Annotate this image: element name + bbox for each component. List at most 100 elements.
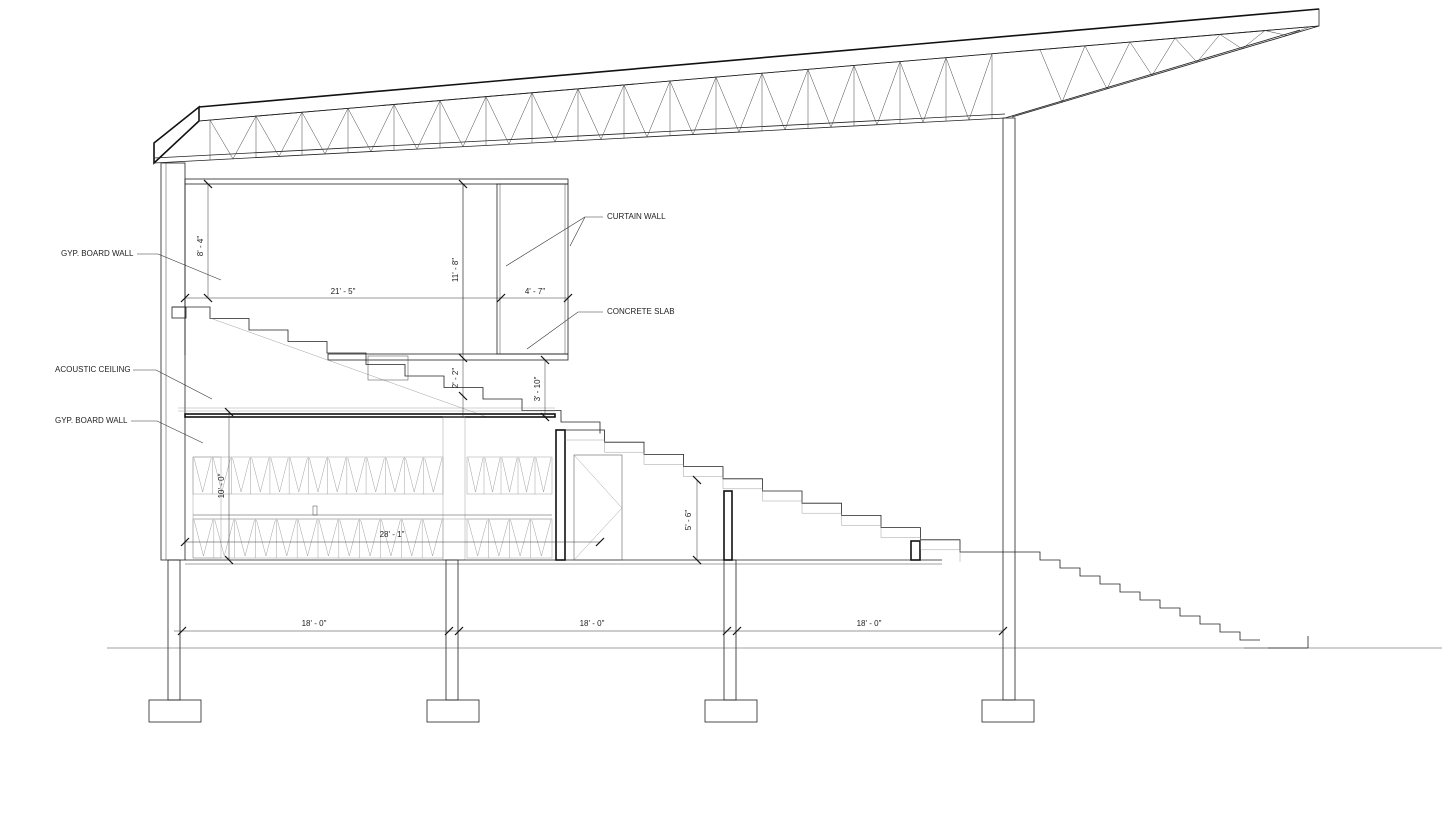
dim-exterior-stair-rise: 5' - 6": [684, 510, 693, 531]
roof-edge-fascia: [153, 105, 200, 165]
exterior-wall-jamb: [555, 429, 566, 561]
cabinet-swing: [256, 519, 267, 557]
cabinet-swing: [390, 519, 401, 557]
cabinet-swing: [519, 519, 530, 557]
exterior-stair: [565, 429, 1309, 649]
upper-ceiling: [184, 178, 569, 185]
truss-diagonal: [692, 77, 717, 135]
dim-bay-2: 18' - 0": [580, 619, 605, 628]
cabinet-swing: [413, 457, 423, 493]
upper-cabinets-left: [192, 456, 444, 495]
cabinet-swing: [349, 519, 359, 557]
roof-truss-webs: [209, 26, 1311, 161]
cabinet-swing: [277, 519, 287, 557]
truss-diagonal: [876, 61, 901, 125]
cabinet-swing: [411, 519, 422, 557]
cabinet-swing: [297, 519, 308, 557]
annotation-curtain-wall: CURTAIN WALL: [607, 212, 666, 221]
truss-diagonal: [416, 100, 441, 150]
cabinet-swing: [251, 457, 261, 493]
cabinet-swing: [405, 457, 415, 493]
truss-diagonal: [1061, 45, 1086, 103]
cabinet-swing: [509, 457, 518, 493]
cabinet-swing: [381, 519, 392, 557]
truss-diagonal: [600, 84, 625, 140]
truss-diagonal: [853, 65, 878, 125]
stair-stringer: [209, 317, 488, 418]
stair-wall-post: [723, 490, 733, 561]
cabinet-swing: [232, 457, 242, 493]
truss-diagonal: [1129, 41, 1153, 76]
cabinet-swing: [318, 519, 329, 557]
cabinet-swing: [475, 457, 484, 493]
truss-diagonal: [232, 116, 257, 159]
truss-diagonal: [899, 61, 924, 123]
curtain-wall-frame: [496, 183, 569, 355]
cabinet-swing: [244, 519, 255, 557]
stair-landing-block: [367, 355, 409, 381]
cabinet-swing: [240, 457, 250, 493]
cabinet-swing: [202, 457, 212, 493]
dimension-labels: 8' - 4" 11' - 8" 21' - 5" 4' - 7" 2' - 2…: [196, 236, 882, 628]
dim-upper-room-width: 21' - 5": [331, 287, 356, 296]
cabinet-swing: [541, 519, 552, 557]
exterior-stair-underside: [565, 439, 961, 562]
cabinet-swing: [270, 457, 280, 493]
upper-cabinets-right: [466, 456, 553, 495]
dim-lower-room-height: 10' - 0": [217, 473, 226, 498]
cabinet-swing: [193, 519, 204, 557]
cabinet-swing: [394, 457, 404, 493]
truss-diagonal: [485, 96, 510, 145]
cabinet-swing: [203, 519, 214, 557]
truss-diagonal: [1174, 38, 1198, 63]
cabinet-swing: [328, 457, 338, 493]
truss-diagonal: [301, 112, 326, 155]
cabinet-swing: [369, 519, 380, 557]
kitchen-cabinets: [192, 456, 553, 559]
roof-deck: [198, 8, 1320, 122]
cabinet-swing: [518, 457, 527, 493]
cabinet-swing: [286, 519, 297, 557]
truss-diagonal: [738, 73, 763, 133]
cabinet-swing: [402, 519, 412, 557]
interior-stair-treads: [172, 306, 601, 434]
cabinet-swing: [279, 457, 289, 493]
footing-1: [148, 699, 202, 723]
cabinet-swing: [467, 519, 478, 557]
truss-diagonal: [807, 69, 832, 128]
truss-diagonal: [715, 77, 740, 133]
roof-bottom-line: [198, 25, 1320, 122]
cabinet-swing: [526, 457, 535, 493]
dim-slab-drop: 3' - 10": [533, 376, 542, 401]
cabinet-swing: [492, 457, 501, 493]
column-1: [148, 559, 202, 723]
door-opening: [573, 454, 623, 561]
truss-diagonal: [623, 84, 648, 138]
cabinet-swing: [317, 457, 327, 493]
roof-top-line: [198, 8, 1320, 108]
truss-diagonal: [393, 104, 418, 150]
cabinet-swing: [422, 519, 433, 557]
cabinet-swing: [289, 457, 299, 493]
cabinet-swing: [543, 457, 552, 493]
cabinet-swing: [235, 519, 246, 557]
truss-bottom-chord-inner: [153, 113, 1006, 159]
roof-support-strut-inner: [1004, 29, 1301, 119]
truss-diagonal: [324, 108, 349, 155]
truss-diagonal: [1196, 34, 1221, 63]
cabinet-swing: [477, 519, 488, 557]
truss-diagonal: [669, 80, 694, 135]
faucet-icon: [312, 505, 318, 516]
upper-floor: [184, 178, 569, 361]
cabinet-swing: [265, 519, 276, 557]
cabinet-swing: [498, 519, 509, 557]
cabinet-swing: [260, 457, 270, 493]
annotation-gyp-board-wall-upper: GYP. BOARD WALL: [61, 249, 134, 258]
stair-top-landing: [171, 306, 187, 319]
cabinet-swing: [307, 519, 318, 557]
truss-diagonal: [761, 73, 786, 130]
truss-diagonal: [1151, 38, 1176, 76]
cabinet-swing: [366, 457, 376, 493]
upper-concrete-slab: [327, 353, 569, 361]
